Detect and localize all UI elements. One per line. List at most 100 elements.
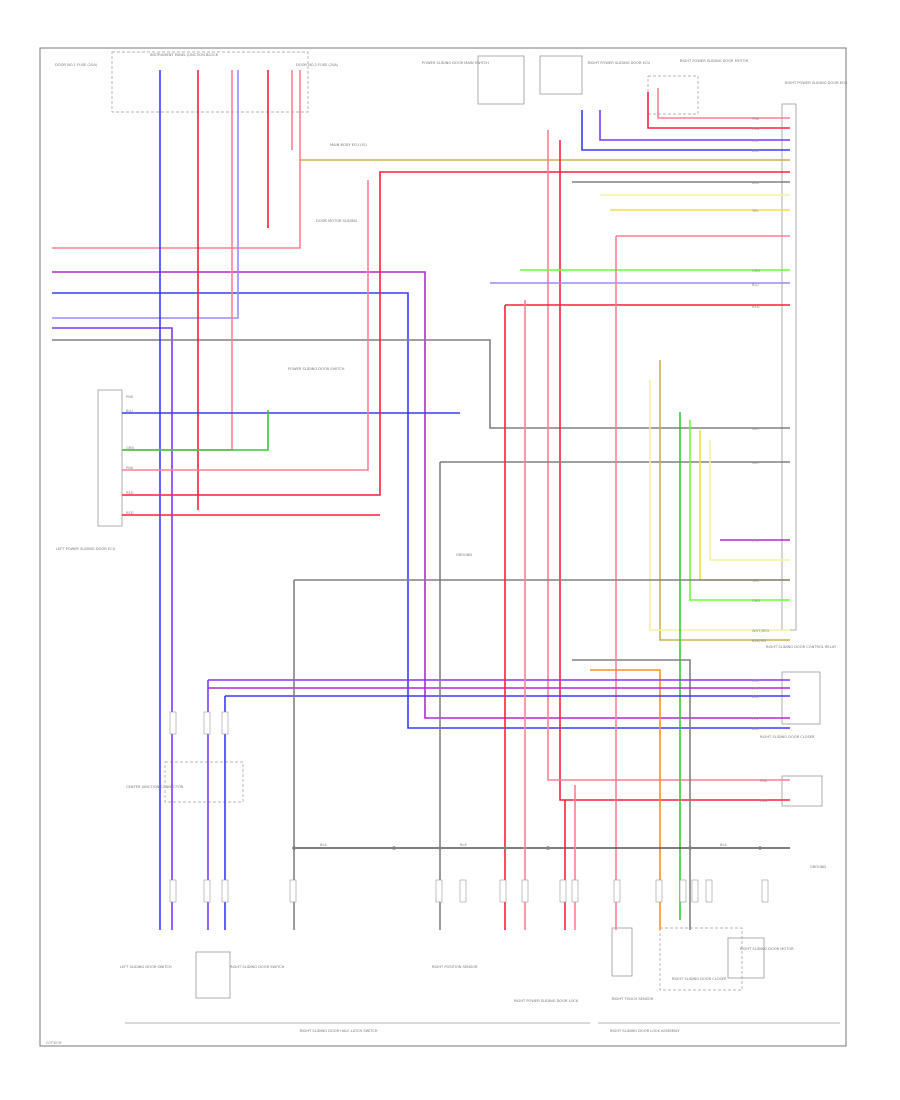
inline-connector-6 [289,879,297,903]
lower-left-switch-label: LEFT SLIDING DOOR SWITCH [120,965,172,969]
fuse-left-label: DOOR NO.1 FUSE (20A) [55,63,98,67]
wire-grey-feed [52,339,790,429]
bottom-caption-center: RIGHT SLIDING DOOR HALF-LATCH SWITCH [300,1029,378,1033]
right-ground-connector [781,775,823,807]
inline-connector-0 [169,711,177,735]
top-fuse-panel [111,51,309,113]
wire-tag-14: WHT/RED [752,629,769,633]
wire-tag-9: GRY [752,427,760,431]
wire-tag-2: BLU [752,149,759,153]
inline-connector-3 [169,879,177,903]
wire-tag-19: PPL [752,717,758,721]
wire-tag-18: BLU [752,695,759,699]
right-door-lock-label: RIGHT POWER SLIDING DOOR LOCK [514,999,579,1003]
inline-connector-14 [655,879,663,903]
right-module-label-2: RIGHT SLIDING DOOR CLOSER [760,735,815,739]
sliding-door-ecu-label: RIGHT POWER SLIDING DOOR ECU [588,61,650,65]
inline-connector-2 [221,711,229,735]
wire-pink-feed [52,70,301,249]
wire-red-bus [559,140,790,801]
right-module-label: RIGHT SLIDING DOOR CONTROL RELAY [766,645,837,649]
wire-tag-17: PPL [752,687,758,691]
right-lower-connector [781,671,821,725]
inline-connector-13 [613,879,621,903]
diagram-frame [39,47,847,1047]
left-connector-box [97,389,123,527]
power-switch-top-label: POWER SLIDING DOOR MAIN SWITCH [422,61,489,65]
wire-tag-4: BLK [752,181,759,185]
wire-tag-10: GRY [752,461,760,465]
left-pin-tag-1: BLU [126,409,133,413]
wire-left-red-pin [122,171,790,496]
splice-2 [438,846,442,850]
wire-lime-fan [689,420,790,601]
wire-tag-11: PPL [752,539,758,543]
wire-orange-fan [590,669,661,930]
right-door-closer-label: RIGHT SLIDING DOOR CLOSER [672,977,727,981]
wire-violet-feed [52,327,173,930]
left-pin-tag-3: PNK [126,466,134,470]
wire-tag-7: BLU [752,283,759,287]
wire-tag-3: VIO [752,139,759,143]
inline-connector-5 [221,879,229,903]
wire-tag-5: YEL [752,209,758,213]
splice-4 [546,846,550,850]
wire-grey-fan [572,659,691,930]
splice-3 [503,846,507,850]
right-door-closer-box [659,927,743,991]
lower-left-switch-2-label: RIGHT SLIDING DOOR SWITCH [230,965,285,969]
inline-connector-15 [679,879,687,903]
left-pin-tag-4: RED [126,491,134,495]
splice-1 [392,846,396,850]
wire-tag-16: VIO [752,679,759,683]
inline-connector-8 [459,879,467,903]
inline-connector-17 [705,879,713,903]
page-code: G7F3E3F [46,1041,62,1045]
splice-6 [758,846,762,850]
inline-connector-10 [521,879,529,903]
wire-tag-23: BLK [320,843,327,847]
right-bus-title: RIGHT POWER SLIDING DOOR ECU [785,81,847,85]
inline-connector-16 [691,879,699,903]
left-connector-label: LEFT POWER SLIDING DOOR ECU [56,547,116,551]
wire-tag-24: BLK [460,843,467,847]
wire-cream-fan [649,380,790,631]
wire-cream-fan-2 [709,440,790,561]
power-switch-top-box [477,55,525,105]
left-pin-tag-5: RED [126,511,134,515]
wire-tag-1: PNK [752,117,760,121]
wire-left-pink-pin [122,180,369,471]
left-door-switch-box [195,951,231,999]
wire-left-green-pin [122,410,269,451]
sliding-door-motor-top-box [647,75,699,115]
inline-connector-18 [761,879,769,903]
wire-tag-6: GRN [752,269,760,273]
wire-blue-bus [581,110,790,151]
lower-junction-label: CENTER JUNCTION CONNECTOR [126,785,184,789]
wire-tag-21: PNK [760,779,768,783]
wire-tag-12: YEL [752,579,758,583]
inline-connector-9 [499,879,507,903]
right-door-motor-box [727,937,765,979]
wire-tag-13: GRN [752,599,760,603]
wire-blue-feed [52,292,790,729]
fuse-right-label: DOOR NO.2 FUSE (20A) [296,63,339,67]
wire-pink-bus [547,130,790,781]
inline-connector-11 [559,879,567,903]
wire-yellow-fan [699,430,790,581]
right-bus-connector [781,103,797,631]
inline-connector-7 [435,879,443,903]
connector-layer [169,711,769,903]
wire-tag-20: BLU [752,727,759,731]
wire-violet-bus [599,110,790,141]
wire-pink-supply [122,70,233,451]
left-pin-tag-0: PNK [126,395,134,399]
wire-lavender-feed [52,70,239,319]
wire-olive-fan [659,360,790,641]
sliding-door-ecu-top-box [539,55,583,95]
inline-connector-4 [203,879,211,903]
wire-tag-15: BLK/YEL [752,639,767,643]
ground-center-label: GROUND [456,553,472,557]
wire-tag-layer: RED PNK BLU VIO BLK YEL GRN BLU RED GRY GRY PPL YEL G… [126,117,769,847]
